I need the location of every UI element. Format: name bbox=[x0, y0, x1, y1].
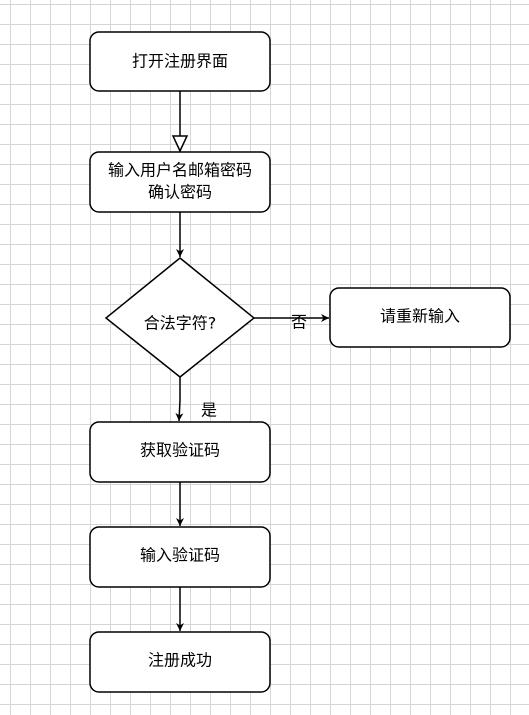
node-reenter: 请重新输入 bbox=[329, 287, 511, 348]
edge-label-yes: 是 bbox=[201, 401, 217, 420]
node-box bbox=[329, 287, 511, 348]
node-box bbox=[89, 151, 271, 213]
node-label: 输入验证码 bbox=[140, 546, 220, 565]
node-label: 合法字符? bbox=[144, 314, 217, 333]
node-decision: 合法字符? bbox=[104, 257, 256, 378]
node-box bbox=[89, 526, 271, 588]
node-box bbox=[89, 421, 271, 483]
node-open-register: 打开注册界面 bbox=[89, 31, 271, 92]
node-input-code: 输入验证码 bbox=[89, 526, 271, 588]
edges bbox=[171, 91, 329, 631]
node-label: 获取验证码 bbox=[140, 441, 220, 460]
node-success: 注册成功 bbox=[89, 631, 271, 693]
node-label: 打开注册界面 bbox=[132, 52, 228, 71]
hollow-arrow-icon bbox=[171, 135, 189, 153]
edge-label-no: 否 bbox=[291, 313, 307, 332]
node-input-credentials: 输入用户名邮箱密码 确认密码 bbox=[89, 151, 271, 213]
node-box bbox=[89, 31, 271, 92]
decision-diamond bbox=[104, 257, 256, 378]
edge-decision-to-getcode bbox=[175, 377, 184, 422]
node-label-line1: 输入用户名邮箱密码 bbox=[108, 161, 252, 180]
node-label-line2: 确认密码 bbox=[148, 183, 212, 202]
node-label: 注册成功 bbox=[148, 651, 212, 670]
node-box bbox=[89, 631, 271, 693]
node-label: 请重新输入 bbox=[380, 307, 460, 326]
node-get-code: 获取验证码 bbox=[89, 421, 271, 483]
